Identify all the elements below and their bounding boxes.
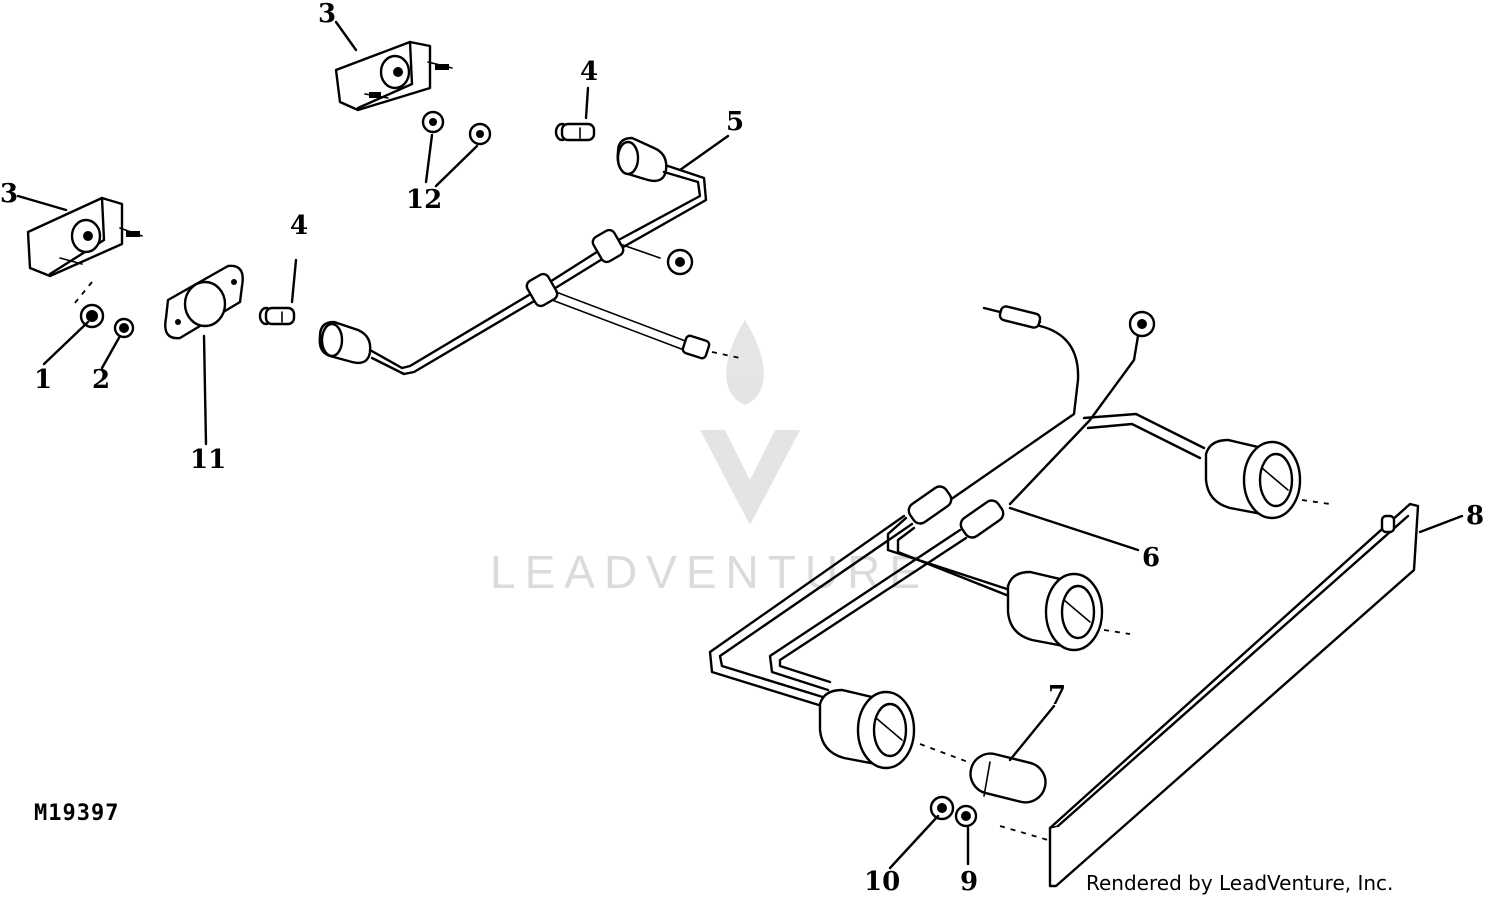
nut-washer-left: [42, 303, 135, 370]
marker-lamp-left: [26, 196, 143, 305]
marker-lamp-upper: [334, 40, 453, 112]
figure-id: M19397: [34, 801, 119, 826]
nuts-lower: [888, 795, 978, 870]
tail-socket-right: [1204, 438, 1331, 520]
callout-6: 6: [1142, 543, 1160, 573]
bulb-upper: [554, 86, 596, 142]
callout-4-left: 4: [290, 211, 308, 241]
lens-bar: [999, 502, 1464, 888]
callout-2: 2: [92, 365, 110, 395]
callout-1: 1: [34, 365, 52, 395]
callout-4-upper: 4: [580, 57, 598, 87]
callout-11: 11: [190, 445, 226, 475]
wiring-harness-upper: [318, 134, 741, 376]
watermark-text: LEADVENTURE: [490, 546, 929, 598]
callout-3-left: 3: [0, 179, 18, 209]
callout-12: 12: [406, 185, 442, 215]
render-credit: Rendered by LeadVenture, Inc.: [1086, 871, 1393, 895]
callout-3-upper: 3: [318, 0, 336, 29]
callout-7: 7: [1048, 681, 1066, 711]
tail-socket-lower: [818, 688, 969, 770]
nuts-upper: [421, 110, 492, 188]
callout-8: 8: [1466, 501, 1484, 531]
bulb-left: [258, 258, 298, 326]
bulb-tail: [969, 704, 1056, 804]
callout-10: 10: [864, 867, 900, 897]
gasket: [164, 264, 244, 446]
tail-socket-middle: [1006, 570, 1131, 652]
callout-9: 9: [960, 867, 978, 897]
callout-5: 5: [726, 107, 744, 137]
wiring-harness-lower: [708, 305, 1206, 708]
